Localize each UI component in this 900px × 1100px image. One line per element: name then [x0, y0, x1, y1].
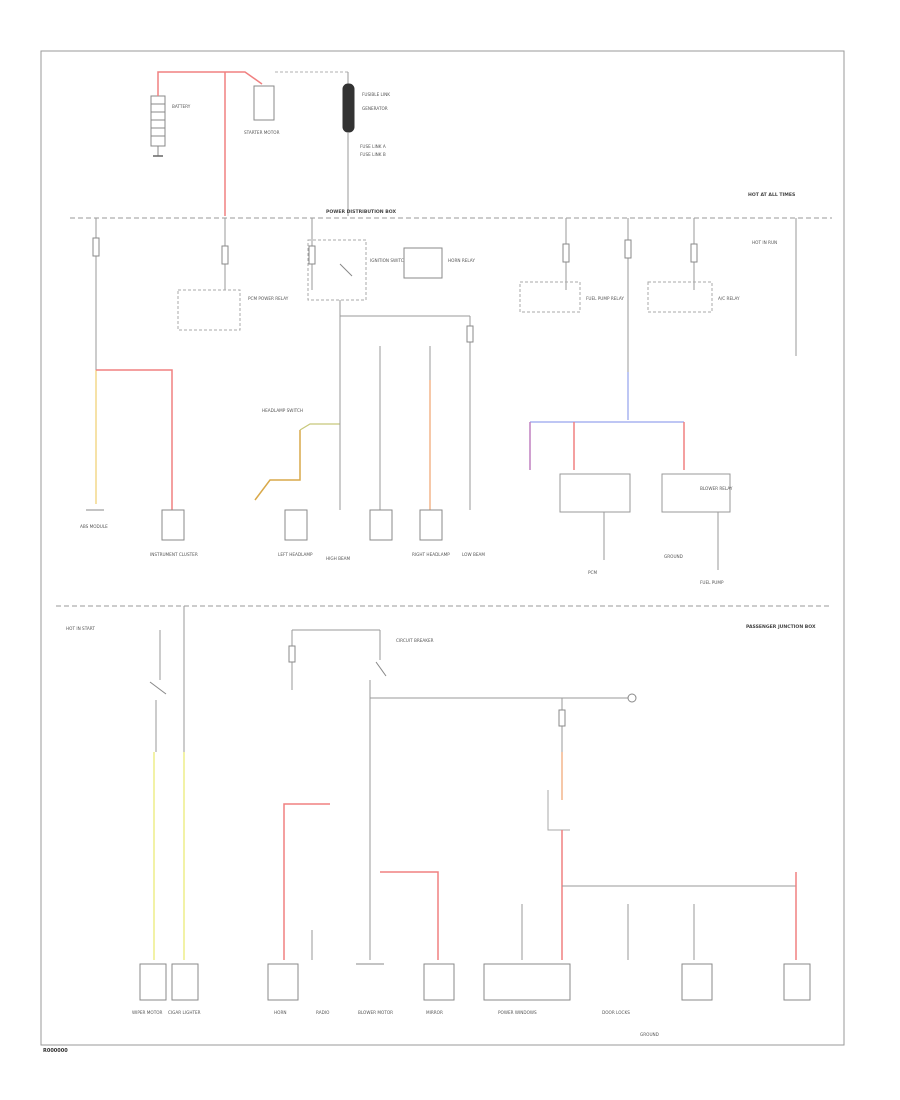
source-section: BATTERY STARTER MOTOR FUSIBLE LINK GENER… — [150, 71, 390, 216]
upper-fuses — [92, 218, 698, 372]
blower-relay-label: BLOWER RELAY — [700, 486, 733, 491]
right-headlamp-label: RIGHT HEADLAMP — [412, 552, 450, 557]
power-windows-label: POWER WINDOWS — [498, 1010, 537, 1015]
mirror-label: MIRROR — [426, 1010, 443, 1015]
low-beam-label: LOW BEAM — [462, 552, 485, 557]
lower-switches — [149, 606, 637, 960]
pcm-label: PCM — [588, 570, 597, 575]
fuel-pump-relay-label: FUEL PUMP RELAY — [586, 296, 624, 301]
upper-components: ABS MODULE INSTRUMENT CLUSTER HEADLAMP S… — [80, 408, 724, 585]
door-locks-label: DOOR LOCKS — [602, 1010, 630, 1015]
fusible-link-symbol — [342, 83, 355, 133]
wiper-motor-label: WIPER MOTOR — [132, 1010, 163, 1015]
pcm-power-relay-label: PCM POWER RELAY — [248, 296, 289, 301]
hot-in-run-label: HOT IN RUN — [752, 240, 777, 245]
lower-components: WIPER MOTOR CIGAR LIGHTER HORN RADIO BLO… — [132, 963, 811, 1037]
headlamp-switch-label: HEADLAMP SWITCH — [262, 408, 303, 413]
horn-relay-label: HORN RELAY — [448, 258, 475, 263]
fuel-pump-label: FUEL PUMP — [700, 580, 724, 585]
cigar-lighter-label: CIGAR LIGHTER — [168, 1010, 201, 1015]
blower-motor-label: BLOWER MOTOR — [358, 1010, 393, 1015]
power-distribution-box-label: POWER DISTRIBUTION BOX — [326, 209, 396, 215]
battery-label: BATTERY — [172, 104, 191, 109]
circuit-breaker-label: CIRCUIT BREAKER — [396, 638, 434, 643]
starter-symbol — [253, 85, 275, 121]
fuse-link-a-label: FUSE LINK A — [360, 144, 386, 149]
ground-label-lower: GROUND — [640, 1032, 659, 1037]
diagram-border — [40, 50, 845, 1046]
lower-branch-wires — [153, 752, 797, 960]
ac-relay-label: A/C RELAY — [718, 296, 740, 301]
abs-module-label: ABS MODULE — [80, 524, 108, 529]
passenger-junction-box-label: PASSENGER JUNCTION BOX — [746, 624, 816, 630]
starter-label: STARTER MOTOR — [244, 130, 280, 135]
generator-label: GENERATOR — [362, 106, 388, 111]
relay-row: PCM POWER RELAY IGNITION SWITCH HORN REL… — [177, 239, 777, 331]
hot-in-start-label: HOT IN START — [66, 626, 95, 631]
upper-branch-wires — [95, 369, 471, 510]
left-headlamp-label: LEFT HEADLAMP — [278, 552, 313, 557]
fusible-link-label: FUSIBLE LINK — [362, 92, 390, 97]
instrument-cluster-label: INSTRUMENT CLUSTER — [150, 552, 198, 557]
hot-at-all-times-label: HOT AT ALL TIMES — [748, 192, 795, 198]
fuse-link-b-label: FUSE LINK B — [360, 152, 386, 157]
right-upper-branch: BLOWER RELAY — [529, 372, 733, 570]
radio-label: RADIO — [316, 1010, 330, 1015]
high-beam-label: HIGH BEAM — [326, 556, 350, 561]
battery-symbol — [150, 95, 166, 157]
diagram-corner-code: R000000 — [43, 1048, 68, 1054]
ignition-switch-label: IGNITION SWITCH — [370, 258, 407, 263]
horn-label: HORN — [274, 1010, 287, 1015]
ground-label-upper: GROUND — [664, 554, 683, 559]
